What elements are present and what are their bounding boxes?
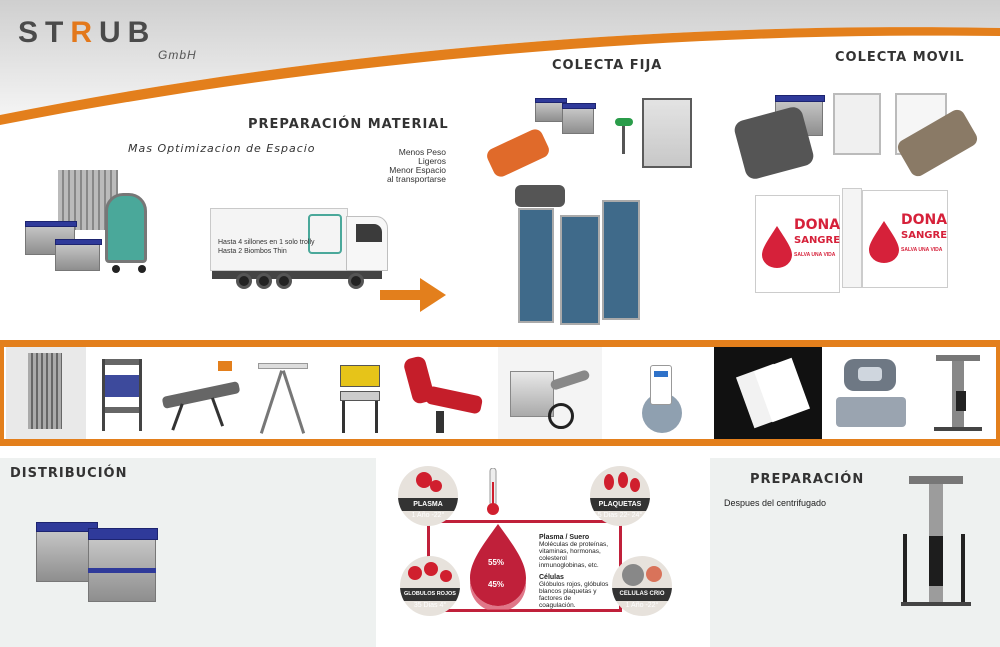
celulas-crio-storage: 1 Año -22° xyxy=(625,602,659,609)
crates-trolley-image[interactable] xyxy=(20,165,160,275)
banner-text-sangre: SANGRE xyxy=(901,230,948,241)
header-swoosh xyxy=(0,0,1000,125)
plaquetas-label: PLAQUETAS xyxy=(590,498,650,511)
subtitle-optimizacion: Mas Optimizacion de Espacio xyxy=(128,142,316,155)
plasma-suero-description: Plasma / Suero Moléculas de proteínas, v… xyxy=(539,534,609,569)
drop-top-percent: 55% xyxy=(488,558,505,567)
title-preparacion: PREPARACIÓN xyxy=(750,472,865,487)
blood-drop-chart xyxy=(470,524,526,610)
banner-text-slogan: SALVA UNA VIDA xyxy=(794,252,836,258)
subtitle-centrifugado: Despues del centrifugado xyxy=(724,498,827,508)
colecta-fija-image[interactable] xyxy=(480,90,700,335)
preparation-stand-image[interactable] xyxy=(895,476,985,636)
company-logo[interactable]: STRUB GmbH xyxy=(18,16,197,63)
company-subtitle: GmbH xyxy=(158,48,197,62)
drop-bottom-percent: 45% xyxy=(488,580,505,589)
panel-preparacion xyxy=(710,458,1000,647)
celulas-description: Células Glóbulos rojos, glóbulos blancos… xyxy=(539,574,609,609)
celulas-crio-label: CELULAS CRIO xyxy=(612,588,672,601)
arrow-right-icon xyxy=(380,278,446,312)
product-tag-reader[interactable] xyxy=(608,347,708,439)
benefit-item: al transportarse xyxy=(386,174,446,184)
benefits-list: Menos Peso Ligeros Menor Espacio al tran… xyxy=(360,148,446,184)
donation-banner-right[interactable]: DONA SANGRE SALVA UNA VIDA xyxy=(862,190,948,288)
title-distribucion: DISTRIBUCIÓN xyxy=(10,466,128,481)
product-mixer-station[interactable] xyxy=(330,347,394,439)
globulos-label: GLOBULOS ROJOS xyxy=(400,588,460,601)
product-lounger-chair[interactable] xyxy=(156,347,244,439)
plaquetas-storage: 5 Dias 22- 24° xyxy=(597,512,643,519)
banner-text-sangre: SANGRE xyxy=(794,235,841,246)
product-donor-chair[interactable] xyxy=(398,347,492,439)
thermometer-icon xyxy=(487,468,499,515)
plasma-storage: 1 Año -22° xyxy=(411,512,445,519)
product-tag-cards[interactable] xyxy=(714,347,822,439)
blood-drop-icon xyxy=(869,221,899,263)
product-stand-table[interactable] xyxy=(926,347,992,439)
header-banner: STRUB GmbH xyxy=(0,0,1000,125)
globulos-circle[interactable]: GLOBULOS ROJOS 35 Dias 4° xyxy=(400,556,460,616)
product-cart[interactable] xyxy=(92,347,154,439)
celulas-circle[interactable]: CELULAS CRIO 1 Año -22° xyxy=(612,556,672,616)
product-trolley[interactable] xyxy=(6,347,86,439)
blood-drop-icon xyxy=(762,226,792,268)
banner-side-panel xyxy=(842,188,862,288)
benefit-item: Menos Peso xyxy=(398,147,446,157)
banner-text-slogan: SALVA UNA VIDA xyxy=(901,247,943,253)
banner-text-dona: DONA xyxy=(901,212,948,228)
benefit-item: Menor Espacio xyxy=(389,165,446,175)
title-colecta-movil: COLECTA MOVIL xyxy=(835,50,965,65)
distribution-crates-image[interactable] xyxy=(30,516,170,606)
product-sealer[interactable] xyxy=(498,347,602,439)
plaquetas-circle[interactable]: PLAQUETAS 5 Dias 22- 24° xyxy=(590,466,650,526)
truck-capacity-text: Hasta 4 sillones en 1 solo trolly Hasta … xyxy=(218,239,315,255)
benefit-item: Ligeros xyxy=(418,156,446,166)
product-folding-table[interactable] xyxy=(252,347,316,439)
product-scale-mixer[interactable] xyxy=(826,347,922,439)
title-preparacion-material: PREPARACIÓN MATERIAL xyxy=(248,117,449,132)
title-colecta-fija: COLECTA FIJA xyxy=(552,58,663,73)
plasma-label: PLASMA xyxy=(398,498,458,511)
banner-text-dona: DONA xyxy=(794,217,841,233)
donation-banner-left[interactable]: DONA SANGRE SALVA UNA VIDA xyxy=(755,195,840,293)
plasma-circle[interactable]: PLASMA 1 Año -22° xyxy=(398,466,458,526)
colecta-movil-image[interactable] xyxy=(732,88,995,328)
globulos-storage: 35 Dias 4° xyxy=(413,602,447,609)
